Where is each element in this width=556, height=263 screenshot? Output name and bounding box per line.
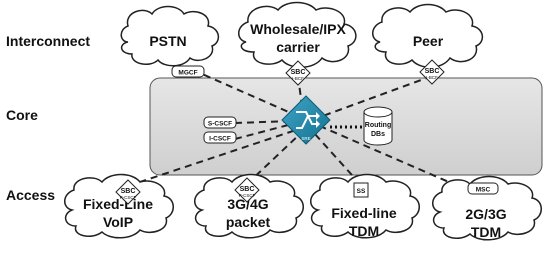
- sbc-packet-sub: P-CSCF: [239, 193, 256, 198]
- wholesale-label-line1: Wholesale/IPX: [250, 21, 346, 37]
- sbc-peer-node: SBC I-BCF: [419, 59, 445, 85]
- sbc-peer-sub: I-BCF: [426, 75, 438, 80]
- cloud-wholesale-ipx: Wholesale/IPX carrier: [238, 1, 357, 68]
- cloud-fixed-line-voip: Fixed-Line VoIP: [64, 173, 174, 239]
- sbc-peer-label: SBC: [425, 68, 440, 75]
- packet-label-line2: packet: [226, 214, 271, 230]
- sbc-icon: [115, 179, 141, 205]
- scscf-node: S-CSCF: [203, 116, 237, 129]
- packet-label-line1: 3G/4G: [227, 196, 268, 212]
- layer-label-interconnect: Interconnect: [6, 33, 90, 49]
- fixed-tdm-label-line1: Fixed-line: [331, 205, 397, 221]
- sbc-wholesale-node: SBC I-BCF: [285, 60, 311, 86]
- sbc-voip-label: SBC: [121, 188, 136, 195]
- fixed-voip-label-line2: VoIP: [103, 214, 133, 230]
- wholesale-label-line2: carrier: [276, 39, 320, 55]
- ss-label: SS: [357, 188, 366, 195]
- database-cylinder-icon: [363, 112, 393, 146]
- routing-db-node: Routing DBs: [363, 106, 393, 146]
- scscf-label: S-CSCF: [208, 121, 232, 128]
- sbc-voip-node: SBC P-CSCF: [115, 179, 141, 205]
- sre-sub-label: SRE: [301, 136, 310, 141]
- mgcf-node: MGCF: [171, 65, 205, 78]
- fixed-voip-label-line1: Fixed-Line: [83, 196, 153, 212]
- sbc-packet-label: SBC: [240, 186, 255, 193]
- icscf-label: I-CSCF: [209, 136, 231, 143]
- msc-node: MSC: [467, 182, 499, 195]
- ss-node: SS: [353, 182, 369, 198]
- cloud-fixed-line-tdm: Fixed-line TDM: [310, 173, 420, 239]
- routing-db-label-line2: DBs: [371, 131, 385, 138]
- routing-db-label-line1: Routing: [365, 122, 391, 129]
- layer-label-core: Core: [6, 107, 38, 123]
- sbc-icon: [285, 60, 311, 86]
- pstn-label: PSTN: [149, 33, 186, 49]
- icscf-node: I-CSCF: [203, 131, 237, 144]
- mobile-tdm-label-line1: 2G/3G: [465, 206, 506, 222]
- mobile-tdm-label-line2: TDM: [471, 224, 501, 240]
- layer-label-access: Access: [6, 187, 55, 203]
- sbc-icon: [419, 59, 445, 85]
- cloud-pstn: PSTN: [120, 5, 220, 67]
- sbc-voip-sub: P-CSCF: [120, 195, 137, 200]
- msc-label: MSC: [476, 187, 491, 194]
- mgcf-label: MGCF: [178, 70, 197, 77]
- cloud-peer: Peer: [372, 3, 484, 68]
- sbc-wholesale-sub: I-BCF: [292, 76, 304, 81]
- peer-label: Peer: [413, 33, 444, 49]
- sbc-wholesale-label: SBC: [291, 69, 306, 76]
- fixed-tdm-label-line2: TDM: [349, 223, 379, 239]
- cloud-3g4g-packet: 3G/4G packet: [194, 173, 304, 239]
- session-routing-engine-node: SRE: [281, 95, 331, 145]
- sbc-icon: [234, 177, 260, 203]
- sbc-packet-node: SBC P-CSCF: [234, 177, 260, 203]
- cloud-2g3g-tdm: 2G/3G TDM: [432, 175, 542, 241]
- connection-lines: [127, 69, 459, 187]
